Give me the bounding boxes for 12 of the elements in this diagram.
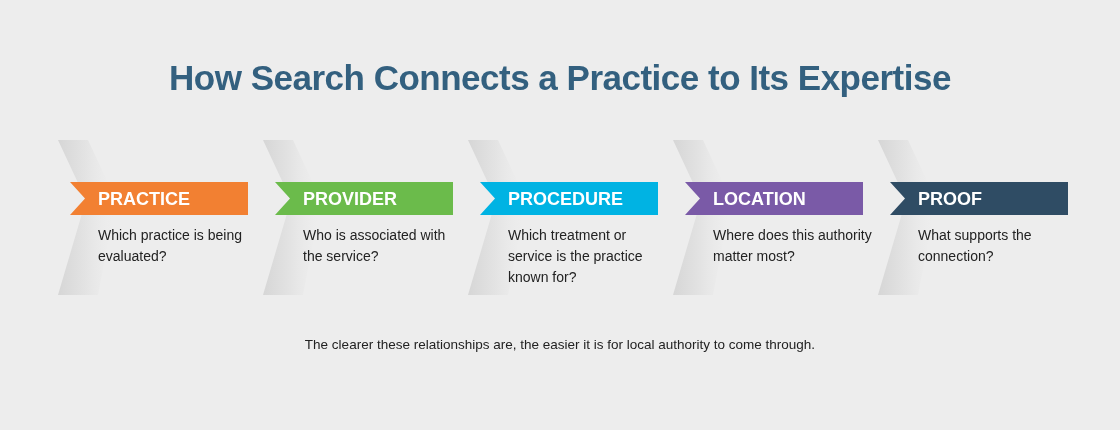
caption: The clearer these relationships are, the easier it is for local authority to come through. xyxy=(304,337,816,352)
title: How Search Connects a Practice to Its Expertise xyxy=(169,58,951,98)
step-heading: LOCATION xyxy=(713,189,806,210)
step-question: Which treatment or service is the practice known for? xyxy=(508,226,644,287)
step-heading: PROVIDER xyxy=(303,189,398,210)
step-question: Where does this authority matter most? xyxy=(713,226,873,266)
step-question: Which practice is being evaluated? xyxy=(98,226,243,266)
step-heading: PRACTICE xyxy=(98,189,190,210)
step-heading: PROCEDURE xyxy=(508,189,623,210)
step-heading: PROOF xyxy=(918,189,982,210)
step-question: What supports the connection? xyxy=(918,226,1033,266)
step-question: Who is associated with the service? xyxy=(303,226,447,266)
